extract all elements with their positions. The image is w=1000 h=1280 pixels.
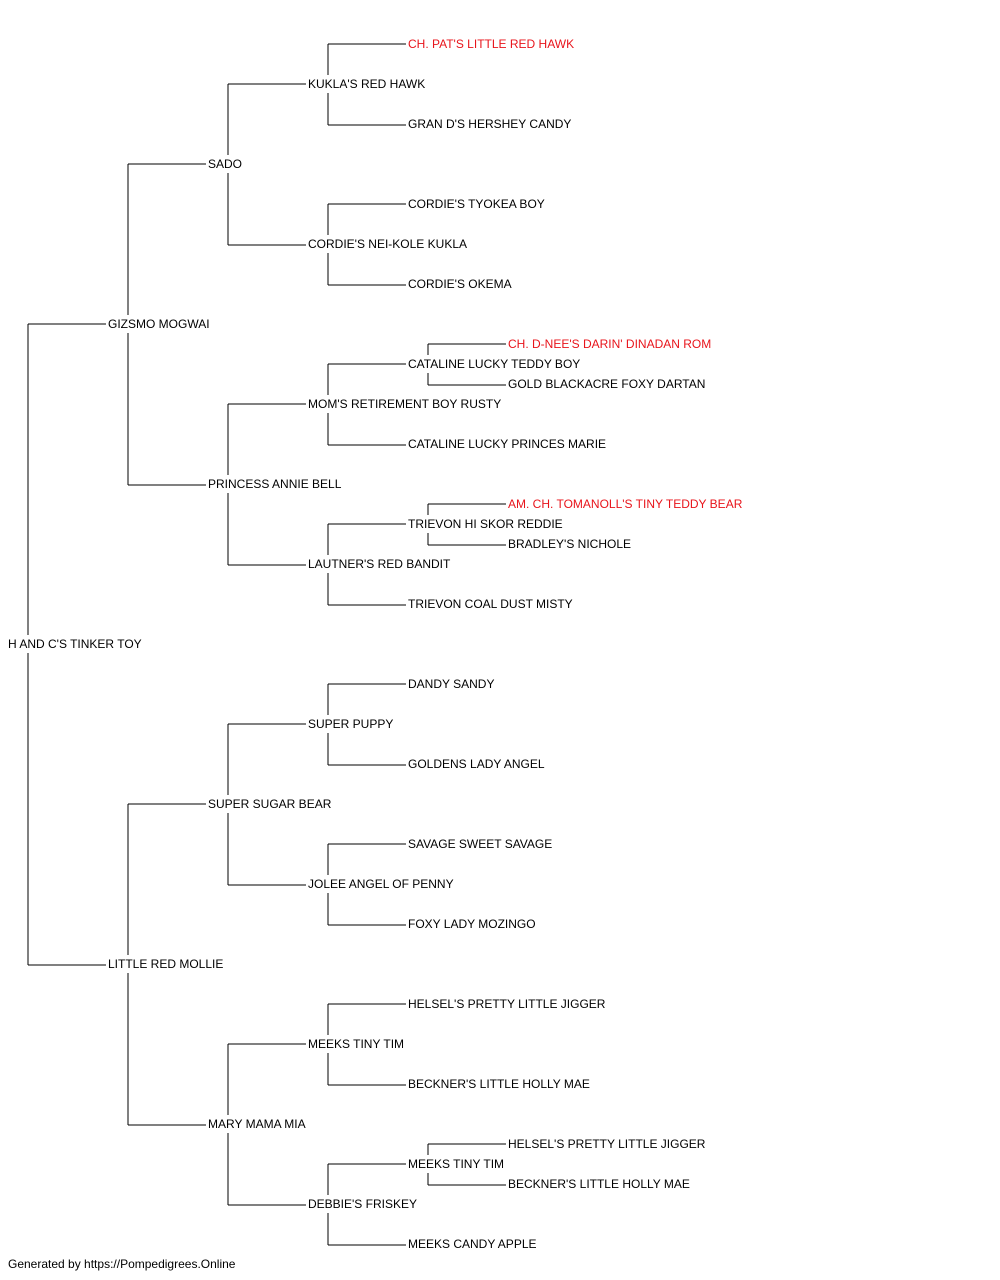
dam-name[interactable]: LITTLE RED MOLLIE (107, 957, 225, 971)
sire-name[interactable]: AM. CH. TOMANOLL'S TINY TEDDY BEAR (507, 497, 744, 511)
sire-name[interactable]: TRIEVON HI SKOR REDDIE (407, 517, 564, 531)
dam-name[interactable]: TRIEVON COAL DUST MISTY (407, 597, 574, 611)
dam-name[interactable]: FOXY LADY MOZINGO (407, 917, 537, 931)
sire-name[interactable]: SUPER SUGAR BEAR (207, 797, 333, 811)
sire-name[interactable]: HELSEL'S PRETTY LITTLE JIGGER (507, 1137, 707, 1151)
dam-name[interactable]: GOLD BLACKACRE FOXY DARTAN (507, 377, 707, 391)
sire-name[interactable]: DANDY SANDY (407, 677, 496, 691)
dam-name[interactable]: GRAN D'S HERSHEY CANDY (407, 117, 573, 131)
dam-name[interactable]: PRINCESS ANNIE BELL (207, 477, 343, 491)
sire-name[interactable]: CATALINE LUCKY TEDDY BOY (407, 357, 582, 371)
sire-name[interactable]: MOM'S RETIREMENT BOY RUSTY (307, 397, 503, 411)
dam-name[interactable]: LAUTNER'S RED BANDIT (307, 557, 452, 571)
sire-name[interactable]: CORDIE'S TYOKEA BOY (407, 197, 546, 211)
sire-name[interactable]: MEEKS TINY TIM (407, 1157, 506, 1171)
dam-name[interactable]: BECKNER'S LITTLE HOLLY MAE (407, 1077, 591, 1091)
sire-name[interactable]: KUKLA'S RED HAWK (307, 77, 427, 91)
subject-name[interactable]: H AND C'S TINKER TOY (7, 637, 143, 651)
sire-name[interactable]: CH. D-NEE'S DARIN' DINADAN ROM (507, 337, 713, 351)
footer-credit: Generated by https://Pompedigrees.Online (8, 1257, 236, 1271)
sire-name[interactable]: SADO (207, 157, 244, 171)
dam-name[interactable]: GOLDENS LADY ANGEL (407, 757, 546, 771)
sire-name[interactable]: GIZSMO MOGWAI (107, 317, 211, 331)
dam-name[interactable]: CORDIE'S OKEMA (407, 277, 513, 291)
dam-name[interactable]: MARY MAMA MIA (207, 1117, 307, 1131)
sire-name[interactable]: CH. PAT'S LITTLE RED HAWK (407, 37, 576, 51)
dam-name[interactable]: CATALINE LUCKY PRINCES MARIE (407, 437, 608, 451)
sire-name[interactable]: SUPER PUPPY (307, 717, 395, 731)
dam-name[interactable]: DEBBIE'S FRISKEY (307, 1197, 418, 1211)
dam-name[interactable]: BRADLEY'S NICHOLE (507, 537, 632, 551)
sire-name[interactable]: MEEKS TINY TIM (307, 1037, 406, 1051)
dam-name[interactable]: CORDIE'S NEI-KOLE KUKLA (307, 237, 468, 251)
dam-name[interactable]: JOLEE ANGEL OF PENNY (307, 877, 455, 891)
dam-name[interactable]: BECKNER'S LITTLE HOLLY MAE (507, 1177, 691, 1191)
sire-name[interactable]: HELSEL'S PRETTY LITTLE JIGGER (407, 997, 607, 1011)
sire-name[interactable]: SAVAGE SWEET SAVAGE (407, 837, 554, 851)
dam-name[interactable]: MEEKS CANDY APPLE (407, 1237, 538, 1251)
